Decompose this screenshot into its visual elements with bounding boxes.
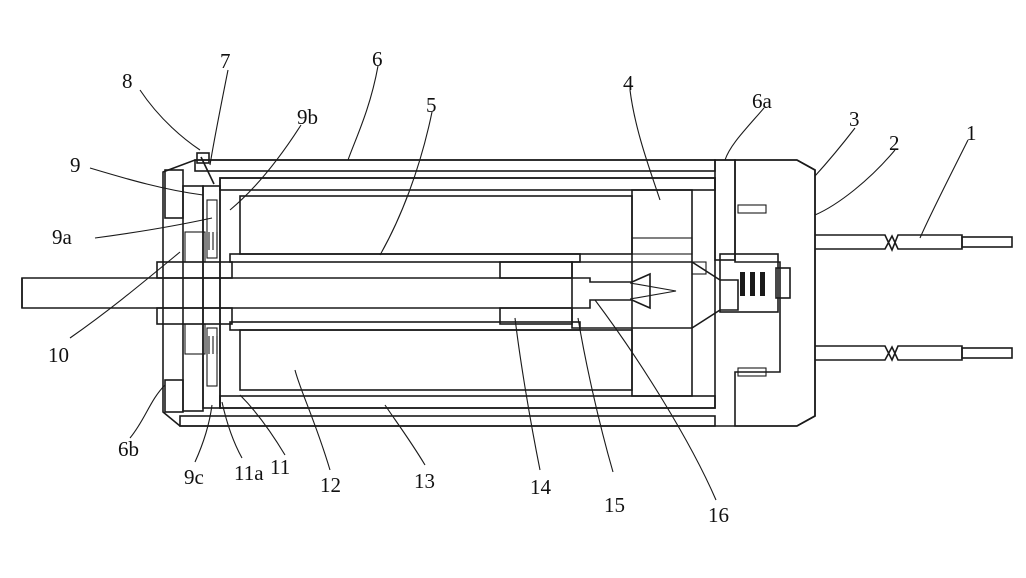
label-9a: 9a xyxy=(52,225,73,249)
pole-piece xyxy=(631,189,693,397)
reference-labels: 1 2 3 4 5 6 6a 6b 7 8 9 9a 9b 9c 10 11a … xyxy=(48,47,977,527)
label-12: 12 xyxy=(320,473,341,497)
label-3: 3 xyxy=(849,107,860,131)
label-4: 4 xyxy=(623,71,634,95)
front-cap xyxy=(184,152,221,409)
label-6: 6 xyxy=(372,47,383,71)
label-14: 14 xyxy=(530,475,552,499)
label-16: 16 xyxy=(708,503,729,527)
label-2: 2 xyxy=(889,131,900,155)
rear-cap xyxy=(734,159,816,427)
push-rod xyxy=(21,272,677,310)
lead-wires xyxy=(815,234,1013,362)
label-11: 11 xyxy=(270,455,290,479)
label-6b: 6b xyxy=(118,437,139,461)
port-6a xyxy=(714,159,736,261)
label-15: 15 xyxy=(604,493,625,517)
coil-windings xyxy=(239,195,633,391)
leader-lines xyxy=(69,65,969,501)
guide-sleeve xyxy=(229,253,581,331)
label-9c: 9c xyxy=(184,465,204,489)
label-9b: 9b xyxy=(297,105,318,129)
label-13: 13 xyxy=(414,469,435,493)
yoke-tube xyxy=(219,177,716,409)
label-6a: 6a xyxy=(752,89,773,113)
label-8: 8 xyxy=(122,69,133,93)
label-10: 10 xyxy=(48,343,69,367)
label-5: 5 xyxy=(426,93,437,117)
label-9: 9 xyxy=(70,153,81,177)
armature-connector xyxy=(571,253,791,329)
label-7: 7 xyxy=(220,49,231,73)
label-1: 1 xyxy=(966,121,977,145)
label-11a: 11a xyxy=(234,461,264,485)
